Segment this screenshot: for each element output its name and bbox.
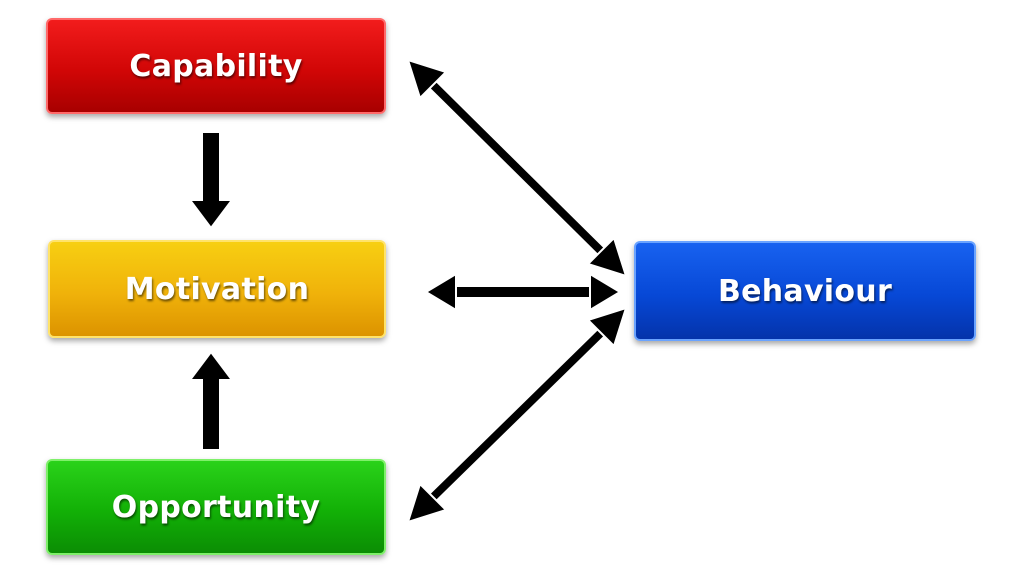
arrow-opportunity-behaviour	[406, 306, 628, 524]
node-opportunity-label: Opportunity	[111, 489, 321, 525]
node-behaviour: Behaviour	[634, 241, 976, 341]
node-capability: Capability	[46, 18, 386, 114]
arrow-motivation-behaviour	[424, 272, 622, 312]
node-behaviour-label: Behaviour	[717, 273, 893, 309]
arrow-opportunity-to-motivation	[188, 350, 234, 451]
node-motivation: Motivation	[48, 240, 386, 338]
arrow-capability-to-motivation	[188, 131, 234, 230]
arrow-capability-behaviour	[406, 58, 628, 278]
node-capability-label: Capability	[129, 48, 303, 84]
node-opportunity: Opportunity	[46, 459, 386, 555]
node-motivation-label: Motivation	[124, 271, 310, 307]
